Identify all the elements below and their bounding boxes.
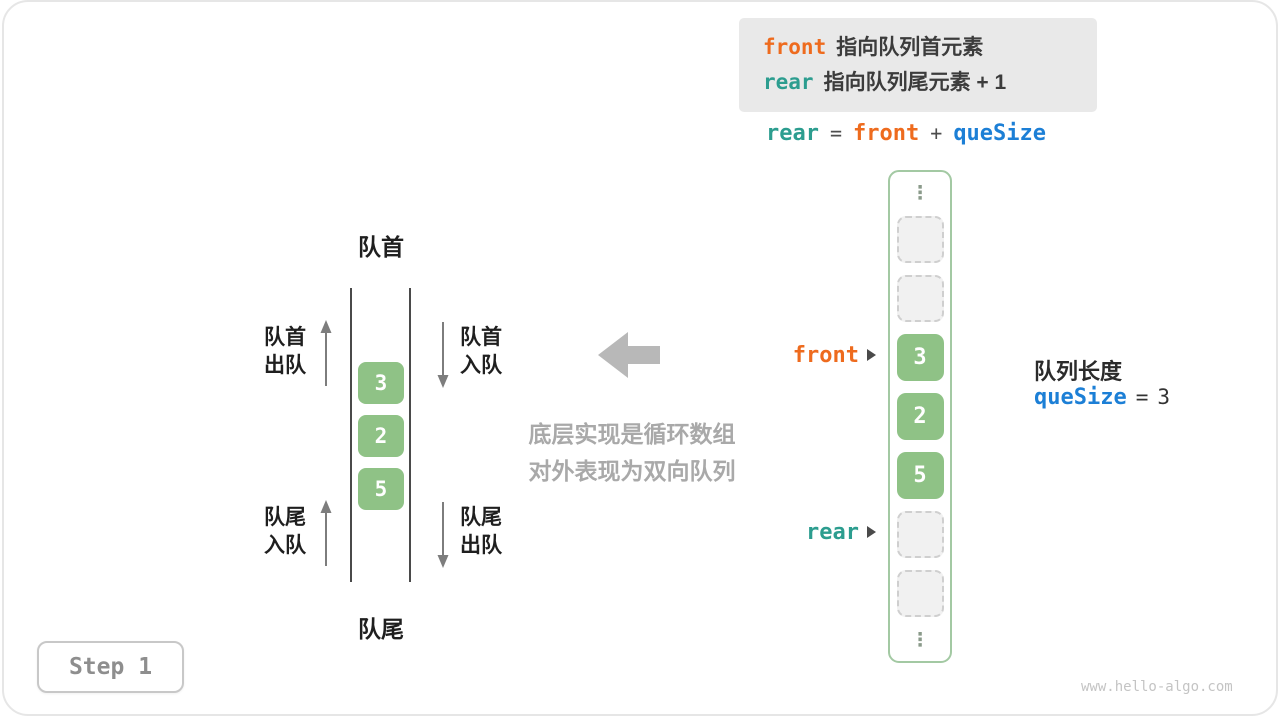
rear-description: 指向队列尾元素 + 1: [823, 71, 1007, 94]
array-container: ⋮ 3 2 5 ⋮: [888, 170, 952, 663]
quesize-equals: =: [1135, 385, 1149, 409]
rear-pointer: rear: [756, 519, 876, 545]
array-cell-empty: [896, 275, 944, 322]
legend-box: front 指向队列首元素 rear 指向队列尾元素 + 1: [739, 18, 1097, 112]
front-description: 指向队列首元素: [836, 36, 984, 59]
array-cell: 3: [896, 334, 944, 381]
arrow-up-icon: [320, 320, 332, 386]
queue-cells: 3 2 5: [358, 362, 404, 510]
queue-tail-label: 队尾: [358, 616, 404, 642]
queue-head-label: 队首: [358, 234, 404, 260]
quesize-variable: queSize: [1034, 385, 1127, 410]
queue-right-wall: [409, 288, 411, 582]
pointer-triangle-icon: [867, 526, 876, 538]
ellipsis-icon: ⋮: [910, 629, 930, 651]
array-cell-empty: [896, 570, 944, 617]
ellipsis-icon: ⋮: [910, 182, 930, 204]
caption-line-2: 对外表现为双向队列: [528, 458, 736, 484]
arrow-down-icon: [437, 322, 449, 388]
quesize-equation: queSize = 3: [1034, 385, 1170, 410]
step-badge: Step 1: [37, 641, 184, 693]
front-keyword: front: [763, 35, 827, 59]
arrow-down-icon: [437, 502, 449, 568]
formula-front: front: [853, 121, 920, 146]
rear-formula: rear = front + queSize: [766, 121, 1046, 146]
watermark: www.hello-algo.com: [1081, 679, 1233, 695]
label-dequeue-rear: 队尾 出队: [460, 506, 502, 557]
queue-cell: 5: [358, 468, 404, 510]
queue-cell: 3: [358, 362, 404, 404]
array-cell-empty: [896, 511, 944, 558]
label-enqueue-rear: 队尾 入队: [264, 506, 306, 557]
array-cell-empty: [896, 216, 944, 263]
caption: 底层实现是循环数组 对外表现为双向队列: [496, 416, 768, 490]
quesize-value: 3: [1157, 385, 1171, 409]
rear-pointer-label: rear: [806, 519, 859, 545]
queue-cell: 2: [358, 415, 404, 457]
formula-rear: rear: [766, 121, 819, 146]
caption-line-1: 底层实现是循环数组: [528, 421, 736, 447]
array-cell: 5: [896, 452, 944, 499]
legend-line-rear: rear 指向队列尾元素 + 1: [763, 65, 1073, 100]
arrow-up-icon: [320, 500, 332, 566]
queue-left-wall: [350, 288, 352, 582]
label-enqueue-front: 队首 入队: [460, 326, 502, 377]
pointer-triangle-icon: [867, 349, 876, 361]
rear-keyword: rear: [763, 70, 814, 94]
legend-line-front: front 指向队列首元素: [763, 30, 1073, 65]
big-left-arrow-icon: [598, 332, 660, 378]
label-dequeue-front: 队首 出队: [264, 326, 306, 377]
queue-length-title: 队列长度: [1034, 359, 1123, 384]
formula-equals: =: [829, 121, 843, 145]
formula-plus: +: [930, 121, 943, 145]
formula-quesize: queSize: [953, 121, 1047, 146]
array-cell: 2: [896, 393, 944, 440]
front-pointer: front: [756, 342, 876, 368]
front-pointer-label: front: [792, 342, 859, 368]
